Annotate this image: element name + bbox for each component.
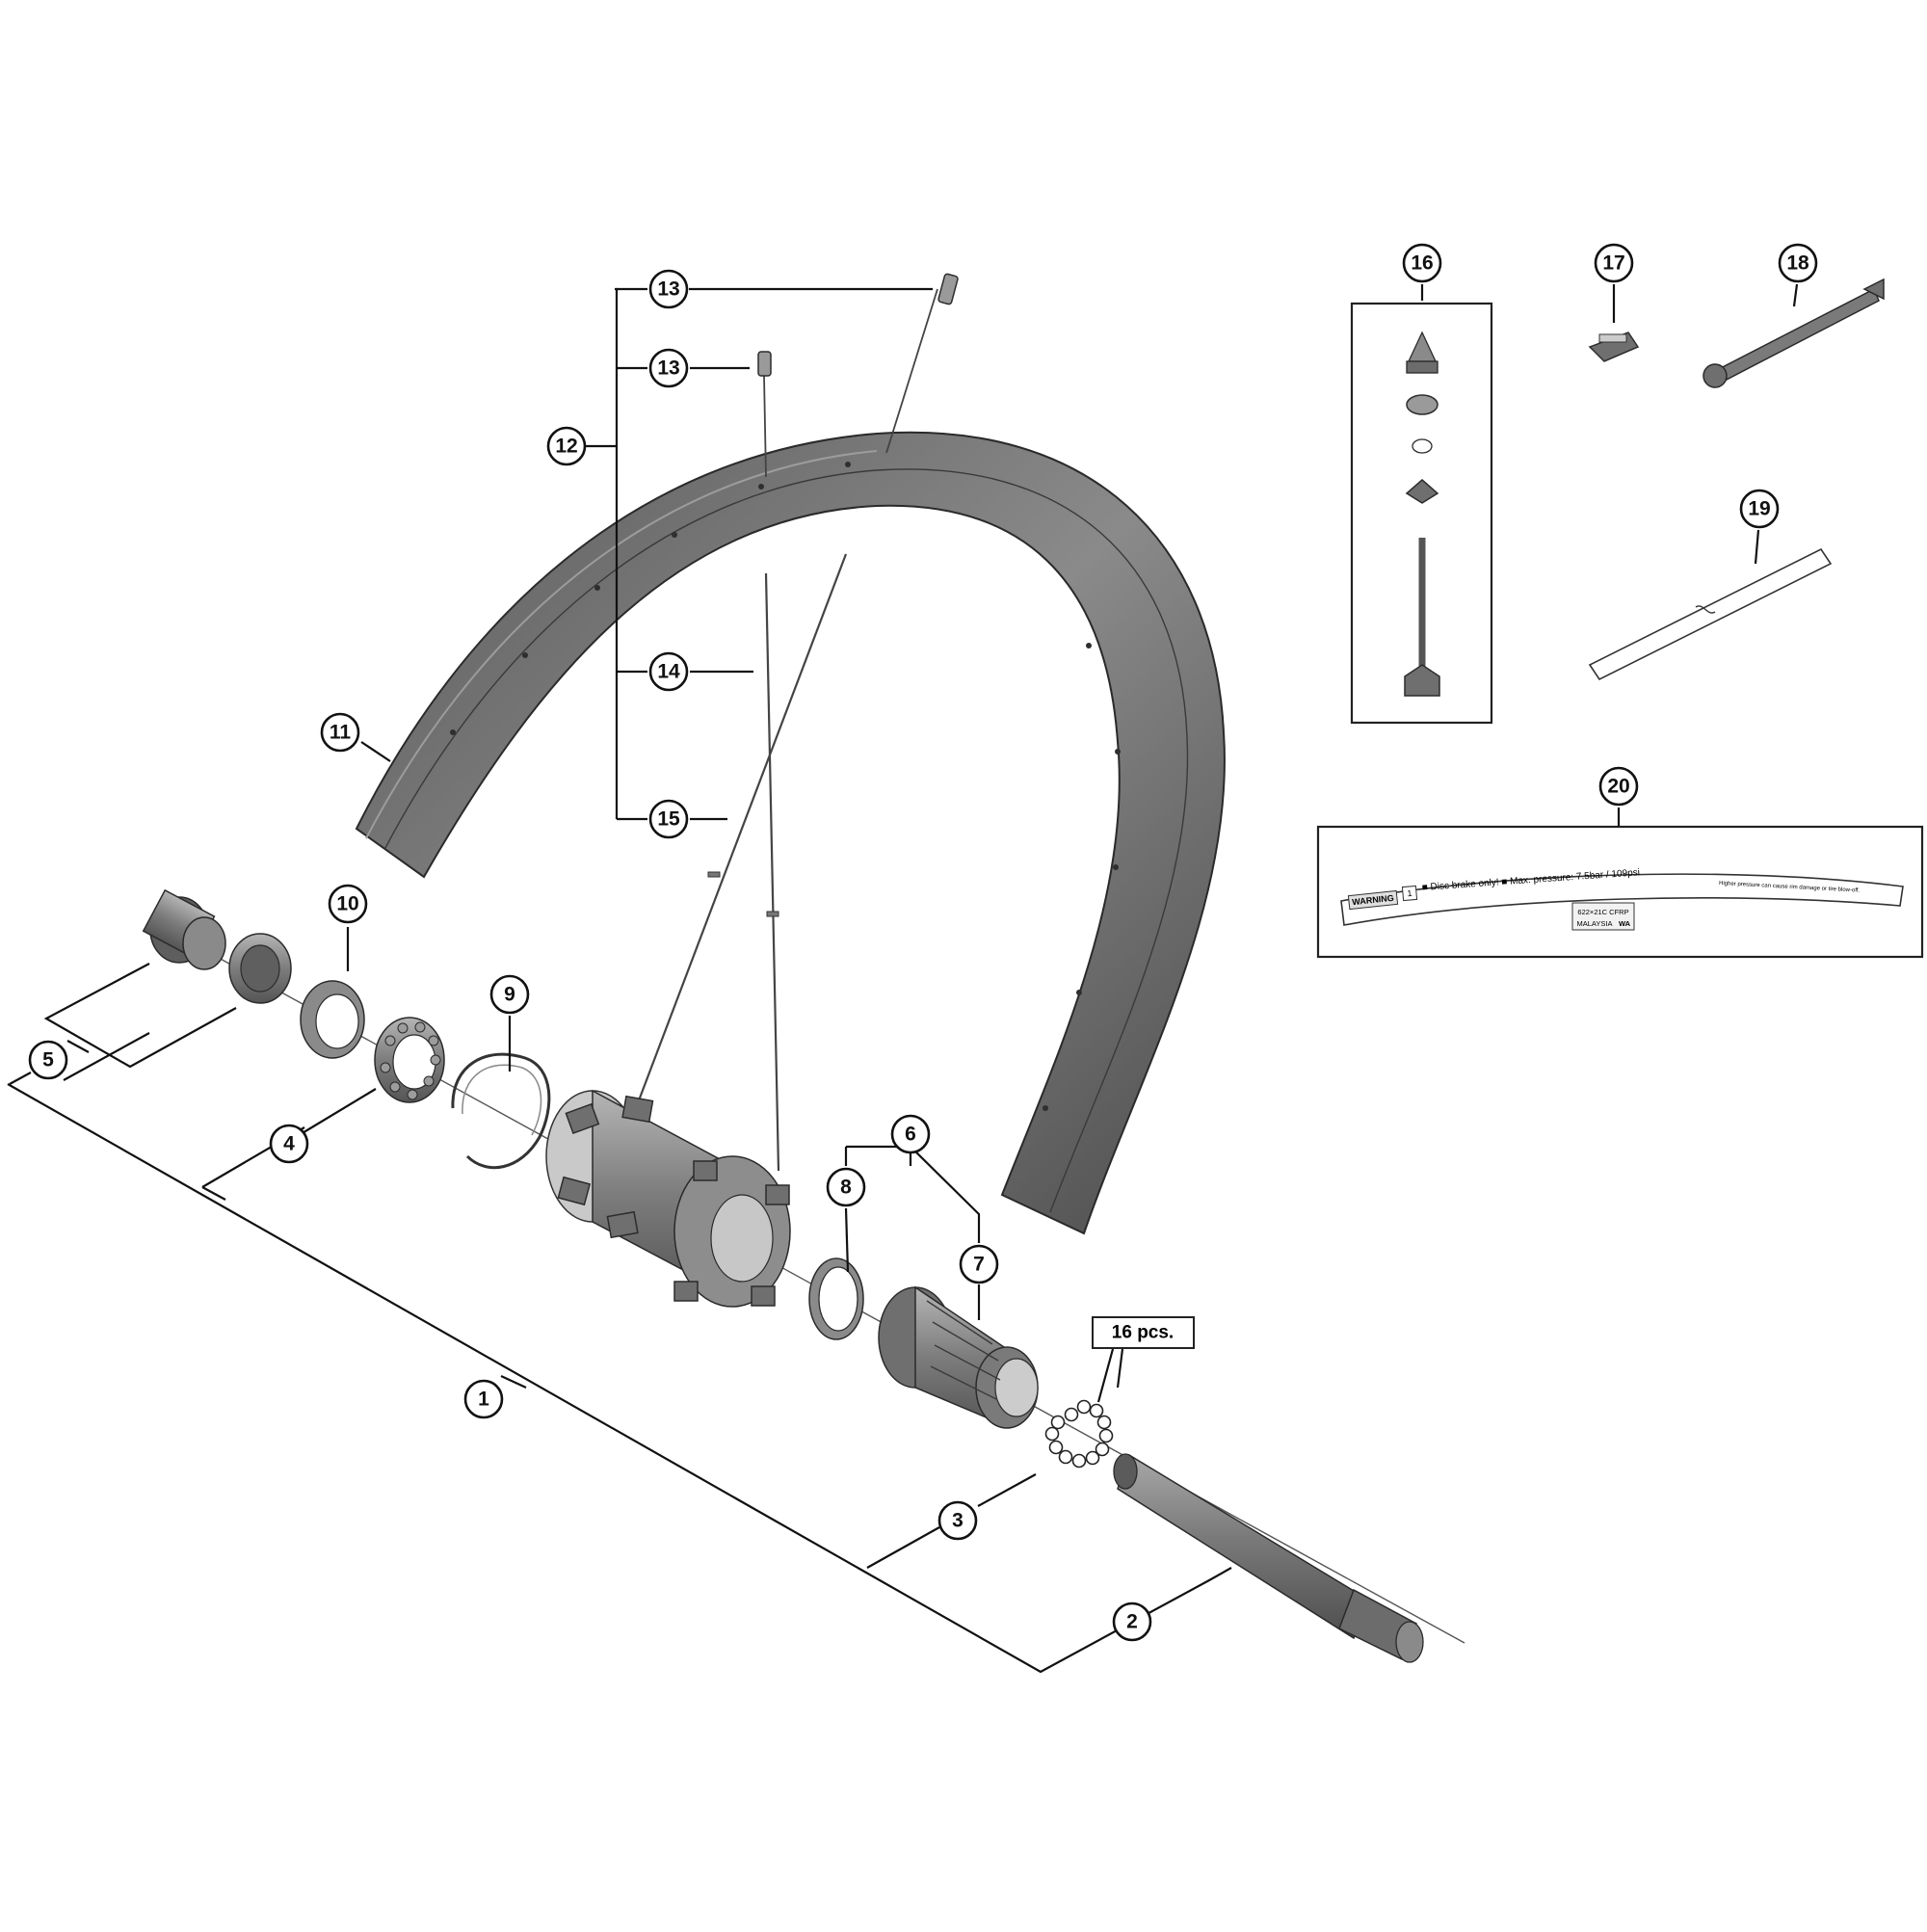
callout-9-label: 9 [504, 984, 515, 1006]
bearing-left [374, 1017, 445, 1103]
callout-18-label: 18 [1786, 252, 1809, 275]
spokes [634, 288, 938, 1172]
callout-11: 11 [320, 712, 360, 753]
callout-13b-label: 13 [657, 357, 679, 380]
callout-1-label: 1 [478, 1389, 489, 1411]
callout-13-long: 13 [648, 269, 689, 309]
callout-1: 1 [463, 1379, 504, 1419]
callout-17-label: 17 [1602, 252, 1624, 275]
sticker-index: 1 [1407, 888, 1412, 898]
spacer-ring [808, 1257, 864, 1340]
callout-5-label: 5 [42, 1049, 54, 1072]
sticker-mark: WA [1619, 919, 1631, 928]
lock-nut-left [228, 933, 292, 1004]
callout-13-short: 13 [648, 348, 689, 388]
qty-label: 16 pcs. [1112, 1323, 1174, 1343]
callout-10: 10 [328, 884, 368, 924]
callout-16-label: 16 [1411, 252, 1433, 275]
rim-tape [1588, 547, 1833, 681]
callout-2: 2 [1112, 1601, 1152, 1642]
callout-9: 9 [489, 974, 530, 1015]
callout-12: 12 [546, 426, 587, 466]
callout-10-label: 10 [336, 893, 358, 915]
dust-seal [300, 980, 365, 1059]
steel-balls [1044, 1399, 1114, 1469]
callout-15: 15 [648, 799, 689, 839]
spoke-nipple-short [757, 351, 772, 377]
callout-8-label: 8 [840, 1177, 852, 1199]
valve-kit-box [1350, 302, 1493, 725]
rim-spoke-holes [450, 462, 1121, 1111]
callout-3: 3 [937, 1500, 978, 1541]
callout-13a-label: 13 [657, 278, 679, 301]
freehub-body [878, 1285, 1039, 1429]
callout-5: 5 [28, 1040, 68, 1080]
callout-18: 18 [1778, 243, 1818, 283]
callout-3-label: 3 [952, 1510, 964, 1532]
callout-11-label: 11 [330, 722, 352, 744]
end-cap-left [142, 888, 226, 970]
callout-20: 20 [1598, 766, 1639, 807]
hub-axle [1113, 1453, 1424, 1663]
spoke-wrench [1703, 278, 1885, 388]
callout-8: 8 [826, 1167, 866, 1207]
valve-kit [1404, 331, 1440, 697]
callout-19: 19 [1739, 489, 1780, 529]
hub-body [545, 1089, 791, 1308]
sticker-size: 622×21C CFRP [1577, 908, 1628, 916]
callout-7: 7 [959, 1244, 999, 1284]
snap-ring [451, 1052, 551, 1170]
callout-15-label: 15 [657, 808, 680, 831]
qty-label-box: 16 pcs. [1092, 1316, 1195, 1349]
rim [355, 431, 1226, 1235]
rim-sticker: WARNING 1 ■ Disc brake only! ■ Max. pres… [1340, 867, 1904, 931]
callout-14: 14 [648, 651, 689, 692]
callout-16: 16 [1402, 243, 1442, 283]
sticker-warning: WARNING [1352, 893, 1394, 907]
callout-19-label: 19 [1748, 498, 1770, 520]
callout-6: 6 [890, 1114, 931, 1154]
callout-12-label: 12 [555, 436, 577, 458]
spoke-nipple-long [937, 273, 959, 305]
callout-7-label: 7 [973, 1254, 985, 1276]
callout-2-label: 2 [1126, 1611, 1138, 1633]
leader-lines [7, 283, 1799, 1674]
sticker-box [1316, 825, 1924, 959]
callout-6-label: 6 [905, 1124, 916, 1146]
sticker-origin: MALAYSIA [1577, 919, 1613, 928]
callout-20-label: 20 [1607, 776, 1629, 798]
callout-4: 4 [269, 1124, 309, 1164]
callout-14-label: 14 [657, 661, 680, 683]
rim-tape-tab [1588, 331, 1640, 362]
callout-17: 17 [1594, 243, 1634, 283]
callout-4-label: 4 [283, 1133, 295, 1155]
